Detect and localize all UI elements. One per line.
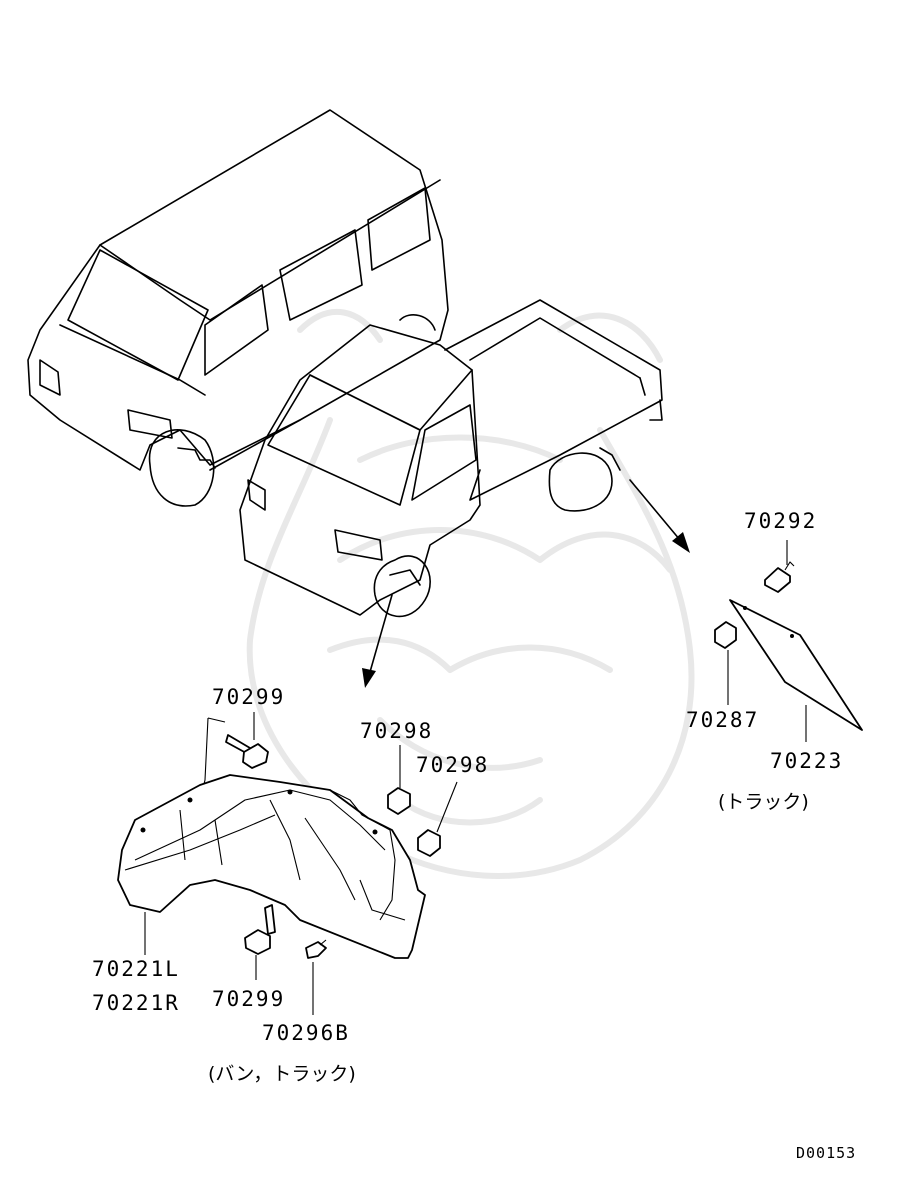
label-70298-b: 70298 [416, 753, 489, 777]
screw-70296B[interactable] [305, 939, 327, 959]
panel-70223[interactable] [729, 599, 863, 731]
leader-arrows [362, 479, 690, 688]
watermark-emblem [246, 309, 695, 879]
label-70296B: 70296B [262, 1021, 350, 1045]
clip-70298-a[interactable] [387, 787, 411, 815]
bolt-70292[interactable] [764, 561, 795, 593]
truck-illustration [239, 299, 663, 618]
bolt-70299-top[interactable] [225, 734, 269, 769]
rear-mud-guard-group: 70292 70287 70223 (トラック) [686, 509, 863, 813]
label-70287: 70287 [686, 708, 759, 732]
label-70299-top: 70299 [212, 685, 285, 709]
truck-note: (トラック) [718, 791, 809, 813]
diagram-code: D00153 [796, 1144, 856, 1162]
van-truck-note: (バン，トラック) [208, 1063, 356, 1085]
label-70221R: 70221R [92, 991, 180, 1015]
clip-70287[interactable] [714, 621, 737, 649]
label-70298-a: 70298 [360, 719, 433, 743]
label-70221L: 70221L [92, 957, 180, 981]
splash-shield-70221[interactable] [117, 774, 426, 959]
label-70292: 70292 [744, 509, 817, 533]
clip-70298-b[interactable] [417, 829, 441, 857]
label-70299-bottom: 70299 [212, 987, 285, 1011]
label-70223: 70223 [770, 749, 843, 773]
van-illustration [27, 109, 449, 507]
front-splash-shield-group: 70299 70298 70298 70221L 70221R 70299 70… [92, 685, 489, 1085]
bolt-70299-bottom[interactable] [244, 904, 276, 955]
